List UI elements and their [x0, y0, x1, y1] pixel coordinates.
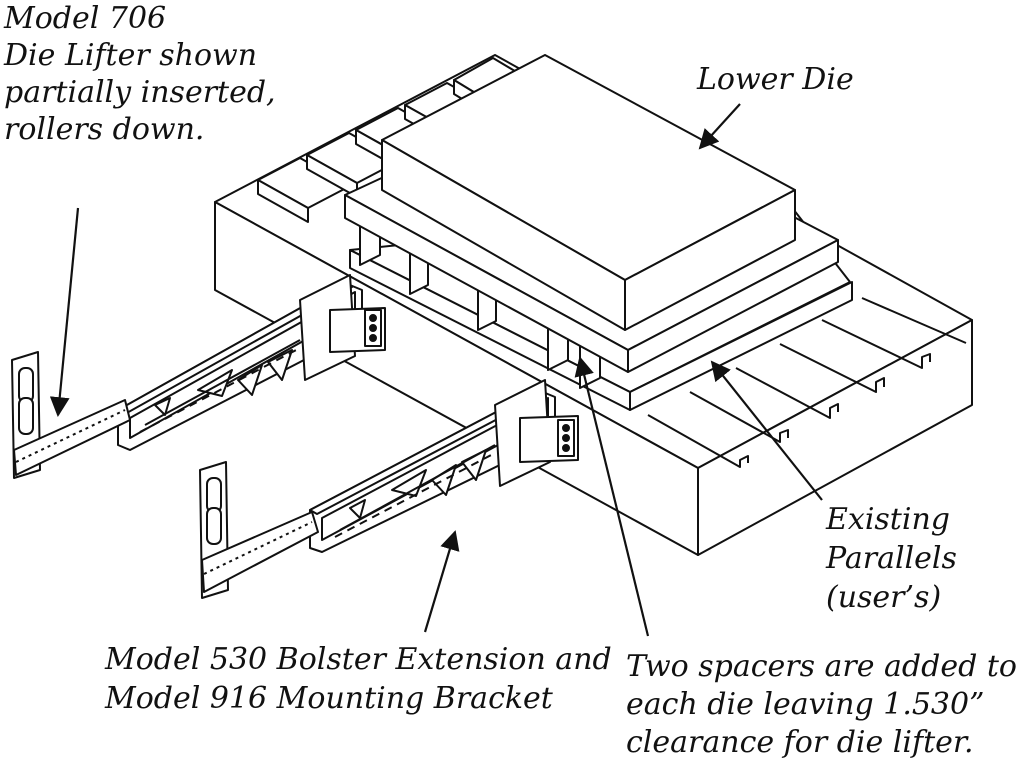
arrow-bolster — [423, 530, 460, 633]
arrow-die-lifter — [49, 207, 80, 417]
spacers-label: Two spacers are added to each die leavin… — [626, 648, 1017, 762]
bolster-extension-1 — [117, 274, 386, 451]
label-line: each die leaving 1.530” — [626, 687, 985, 722]
die-lower-plate-right — [627, 239, 839, 373]
bolster-right-face — [697, 319, 973, 556]
die-lifter-2 — [199, 461, 319, 599]
label-line: partially inserted, — [4, 75, 276, 110]
bolster-extension-2 — [309, 379, 579, 553]
label-line: Parallels — [826, 541, 957, 576]
diagram-drawing — [11, 54, 973, 637]
lower-die-label: Lower Die — [697, 62, 854, 97]
label-line: Model 706 — [4, 1, 167, 36]
lower-die — [344, 54, 839, 373]
die-block-right — [624, 189, 796, 331]
label-line: clearance for die lifter. — [626, 725, 974, 760]
label-line: rollers down. — [4, 112, 205, 147]
arrow-parallels — [710, 360, 823, 501]
label-line: (user’s) — [826, 580, 942, 615]
label-line: Existing — [826, 502, 950, 537]
bolster-extension-label: Model 530 Bolster Extension and Model 91… — [105, 640, 612, 718]
arrow-lower-die — [698, 103, 741, 150]
arrow-spacers — [574, 356, 650, 637]
label-line: Model 916 Mounting Bracket — [105, 681, 553, 716]
label-line: Die Lifter shown — [4, 38, 258, 73]
t-slots — [647, 297, 967, 468]
die-lifter-1 — [11, 351, 131, 479]
parallels-label: Existing Parallels (user’s) — [826, 500, 957, 617]
label-line: Model 530 Bolster Extension and — [105, 642, 612, 677]
die-lifter-label: Model 706 Die Lifter shown partially ins… — [4, 0, 276, 148]
label-line: Two spacers are added to — [626, 649, 1017, 684]
